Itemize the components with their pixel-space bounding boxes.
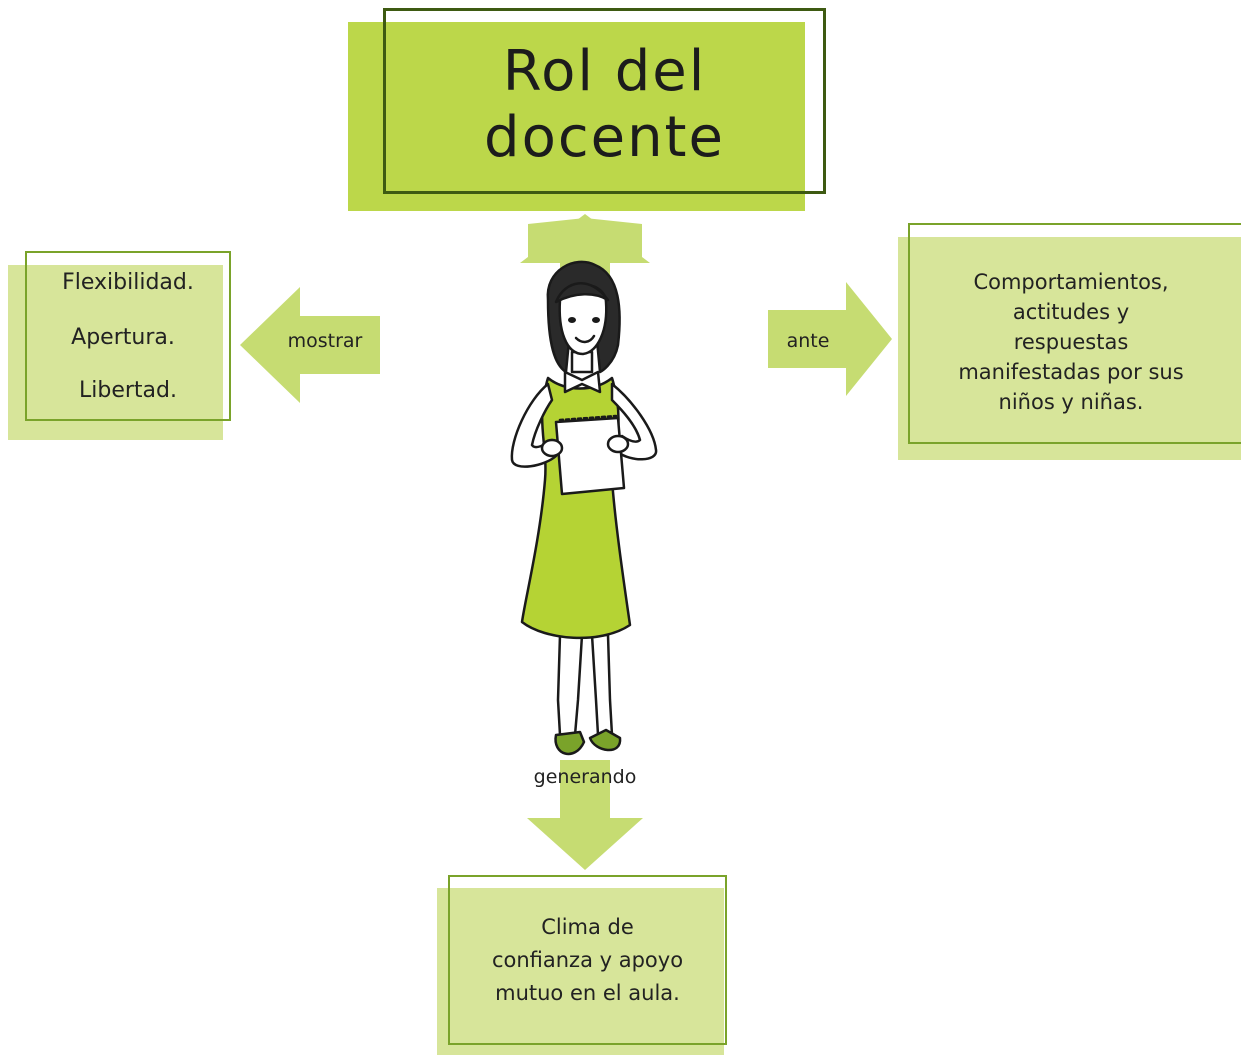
bottom-box-fill — [437, 888, 724, 1055]
teacher-eye-right — [592, 317, 600, 323]
title-text: Rol del docente — [383, 30, 826, 180]
left-arrow-label: mostrar — [287, 330, 363, 352]
title-line-2: docente — [484, 105, 725, 170]
notepad-icon — [554, 416, 626, 496]
teacher-illustration — [510, 260, 658, 756]
left-box-item-2: Apertura. — [71, 325, 175, 350]
teacher-leg-left — [556, 633, 584, 737]
up-arrow-head — [520, 214, 650, 263]
left-arrow-head — [240, 287, 300, 403]
right-box-line-4: manifestadas por sus — [958, 360, 1184, 384]
teacher-shoe-right — [588, 728, 622, 752]
notepad-spiral — [558, 414, 618, 422]
bottom-box-line-2: confianza y apoyo — [491, 947, 684, 972]
teacher-hand-left — [540, 438, 564, 458]
right-box-text: Comportamientos, actitudes y respuestas … — [908, 252, 1234, 432]
left-box-item-3: Libertad. — [79, 378, 177, 403]
right-box-fill — [898, 237, 1241, 460]
right-box-line-3: respuestas — [1013, 330, 1129, 354]
teacher-leg-right — [590, 633, 614, 737]
bottom-box-line-1: Clima de — [541, 914, 634, 939]
bottom-box-line-3: mutuo en el aula. — [495, 980, 680, 1005]
teacher-hand-right — [606, 434, 630, 454]
down-arrow-head — [527, 818, 643, 870]
left-box-fill — [8, 265, 223, 440]
teacher-shoe-left — [554, 730, 586, 756]
left-box-border — [25, 251, 231, 421]
left-arrow-shaft — [298, 316, 380, 374]
down-arrow-shaft — [560, 760, 610, 820]
right-arrow-label: ante — [786, 330, 830, 352]
right-box-line-2: actitudes y — [1012, 300, 1130, 324]
teacher-bangs — [554, 282, 610, 304]
title-line-1: Rol del — [502, 39, 707, 104]
left-box-item-1: Flexibilidad. — [62, 270, 194, 295]
right-arrow-shaft — [768, 310, 848, 368]
teacher-eye-left — [568, 317, 576, 323]
teacher-smile — [574, 334, 596, 344]
title-box-border — [383, 8, 826, 194]
right-arrow-head — [846, 282, 892, 396]
bottom-box-text: Clima de confianza y apoyo mutuo en el a… — [448, 900, 727, 1020]
right-box-line-5: niños y niñas. — [998, 390, 1144, 414]
right-box-line-1: Comportamientos, — [973, 270, 1169, 294]
down-arrow-label: generando — [533, 766, 637, 788]
teacher-collar — [563, 370, 602, 394]
bottom-box-border — [448, 875, 727, 1045]
right-box-border — [908, 223, 1241, 444]
title-box-fill — [348, 22, 805, 211]
